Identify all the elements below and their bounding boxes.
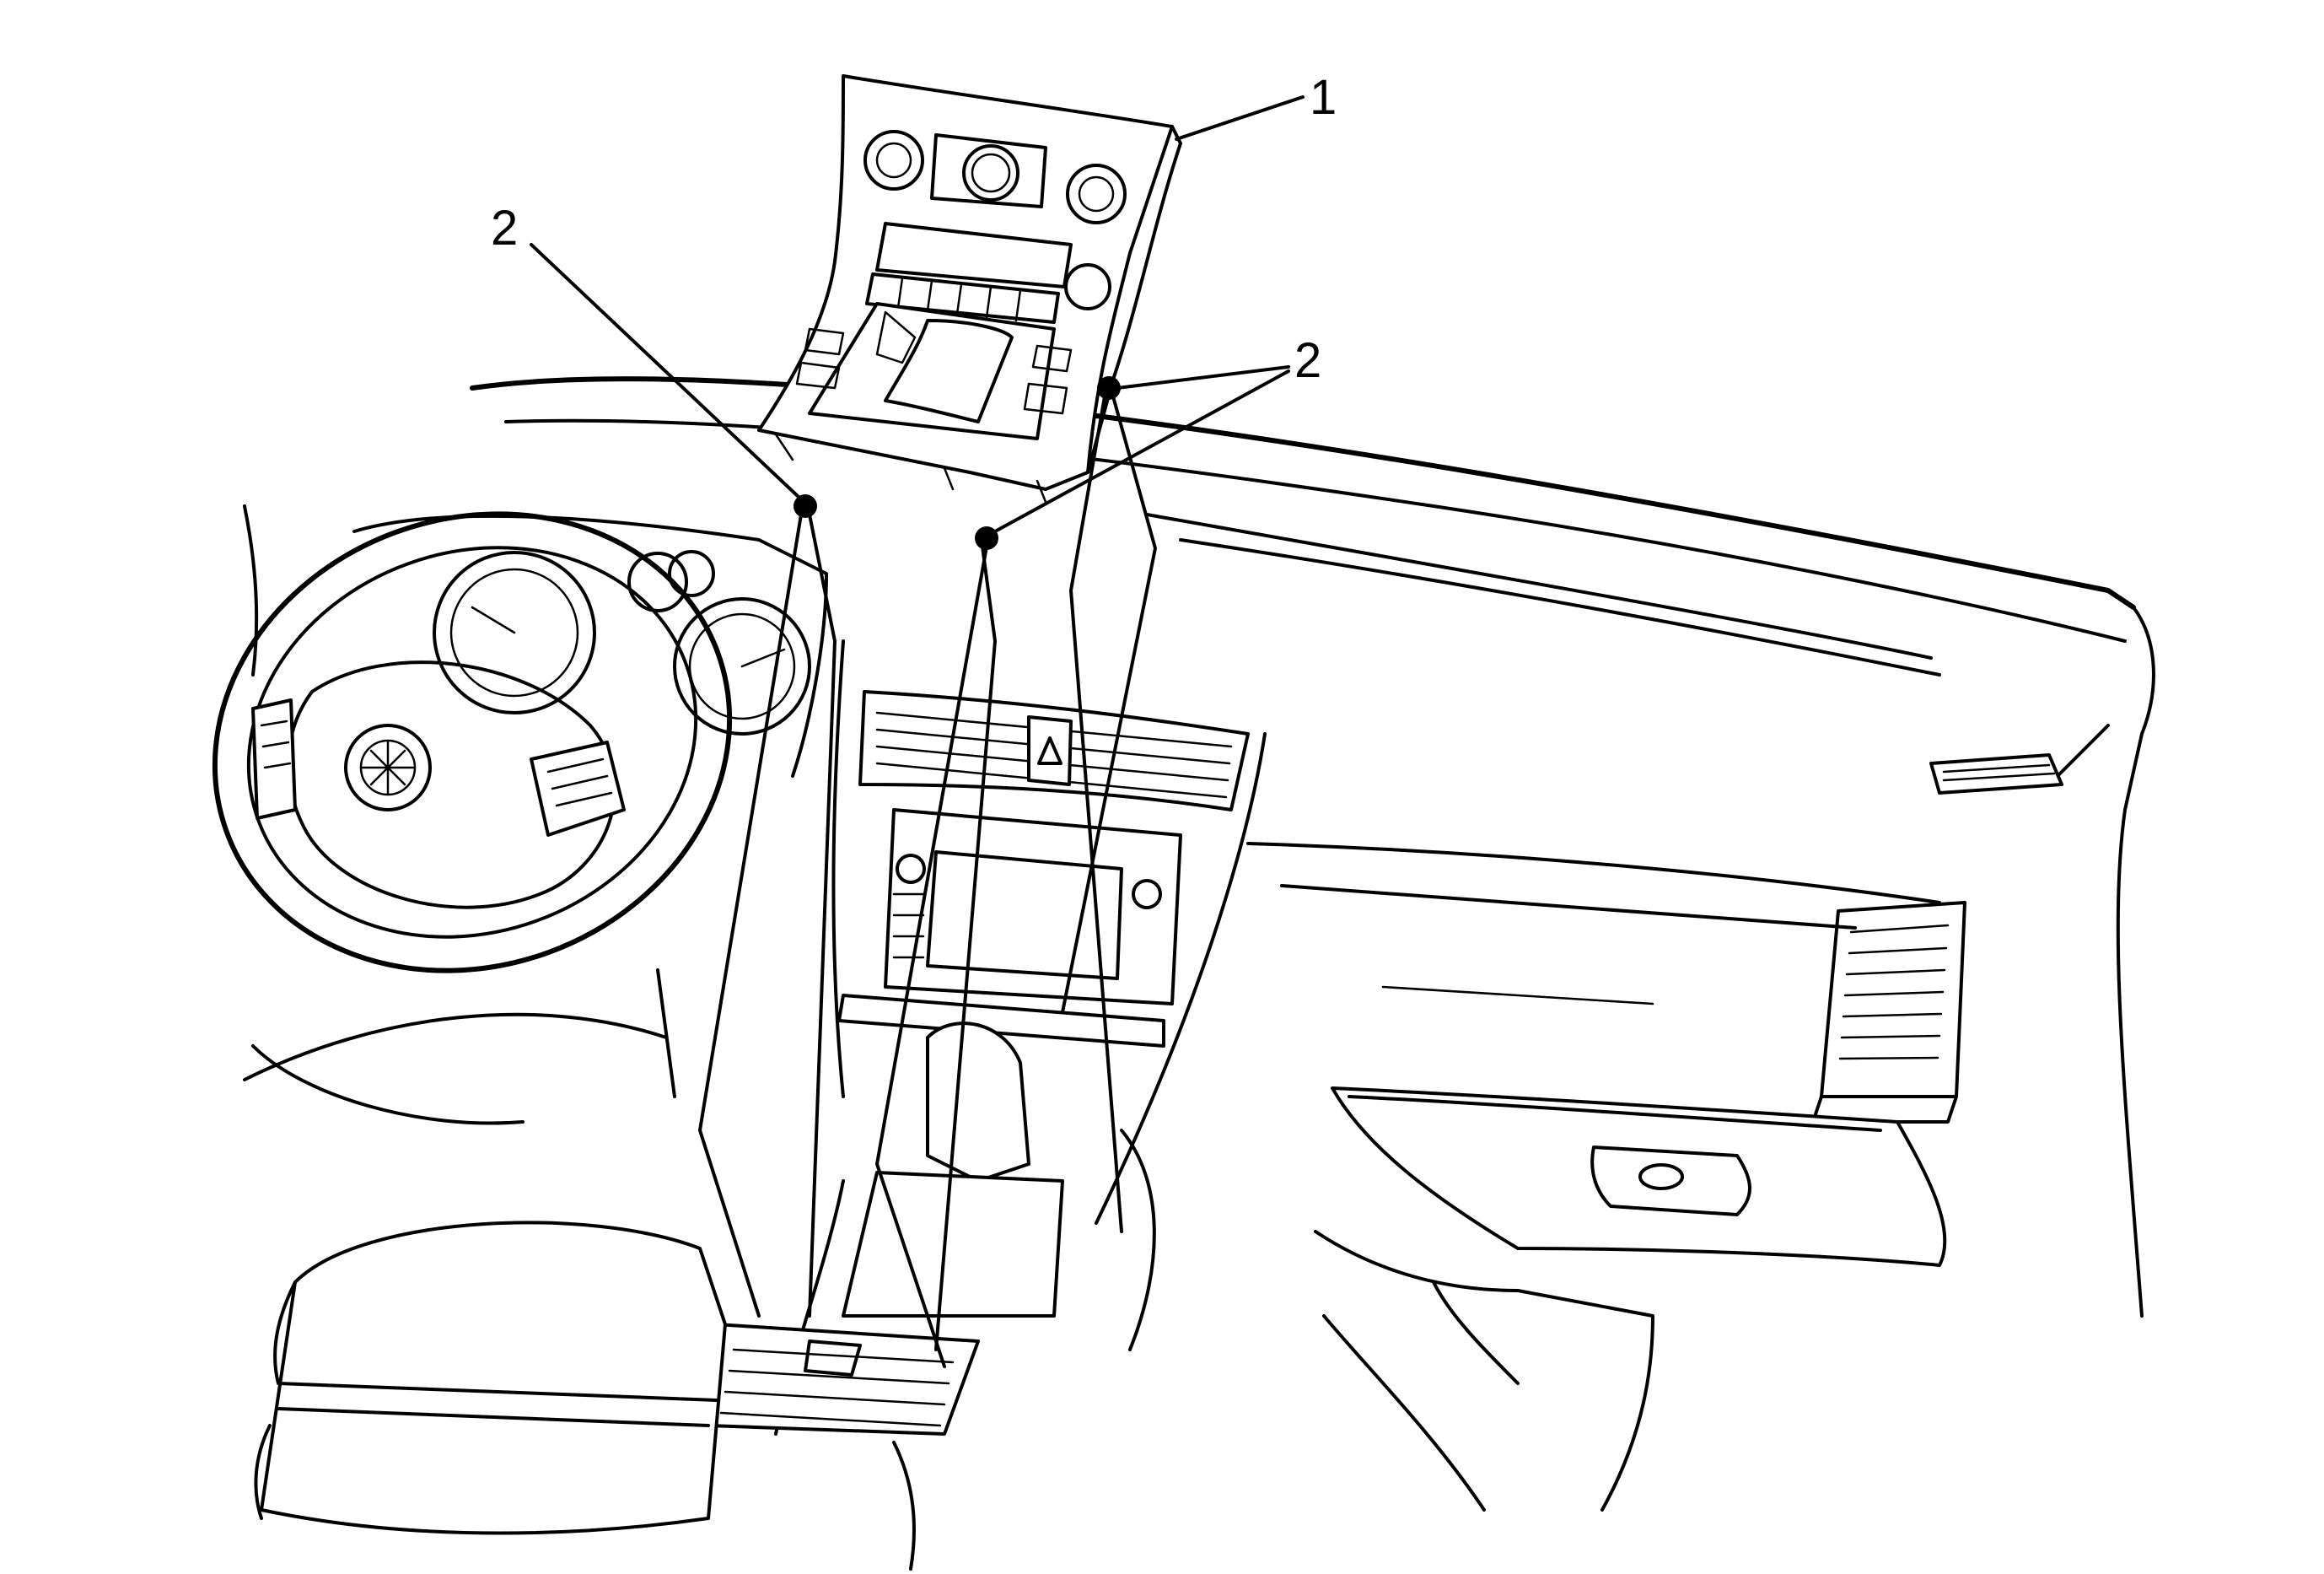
instrument-cluster xyxy=(352,514,828,778)
callouts: 1 2 2 xyxy=(491,70,1337,533)
steering-wheel xyxy=(212,511,733,973)
center-armrest xyxy=(254,1221,727,1535)
installation-guide-lines xyxy=(698,395,1157,1368)
callout-2-right: 2 xyxy=(1294,333,1321,388)
leader-line-2b-center xyxy=(993,369,1290,533)
callout-1: 1 xyxy=(1310,70,1337,125)
gear-shifter xyxy=(926,1021,1030,1183)
instrument-panel xyxy=(470,376,2155,1512)
callout-2-left: 2 xyxy=(491,201,518,256)
retainer-clip-left xyxy=(793,494,817,518)
leader-line-1 xyxy=(1175,95,1305,141)
leader-line-2a xyxy=(530,243,801,499)
climate-control-bezel xyxy=(757,74,1182,504)
center-stack xyxy=(707,639,1267,1571)
retainer-clip-center xyxy=(975,526,998,550)
hazard-button xyxy=(1027,715,1073,786)
retainer-clip-right xyxy=(1097,376,1121,400)
glove-box xyxy=(1331,1086,1947,1267)
radio-display xyxy=(884,808,1182,1005)
retainer-clips xyxy=(793,376,1121,550)
side-defroster-vent xyxy=(1929,753,2063,795)
leader-line-2b-right xyxy=(1116,365,1290,390)
right-vent xyxy=(1811,901,1966,1124)
